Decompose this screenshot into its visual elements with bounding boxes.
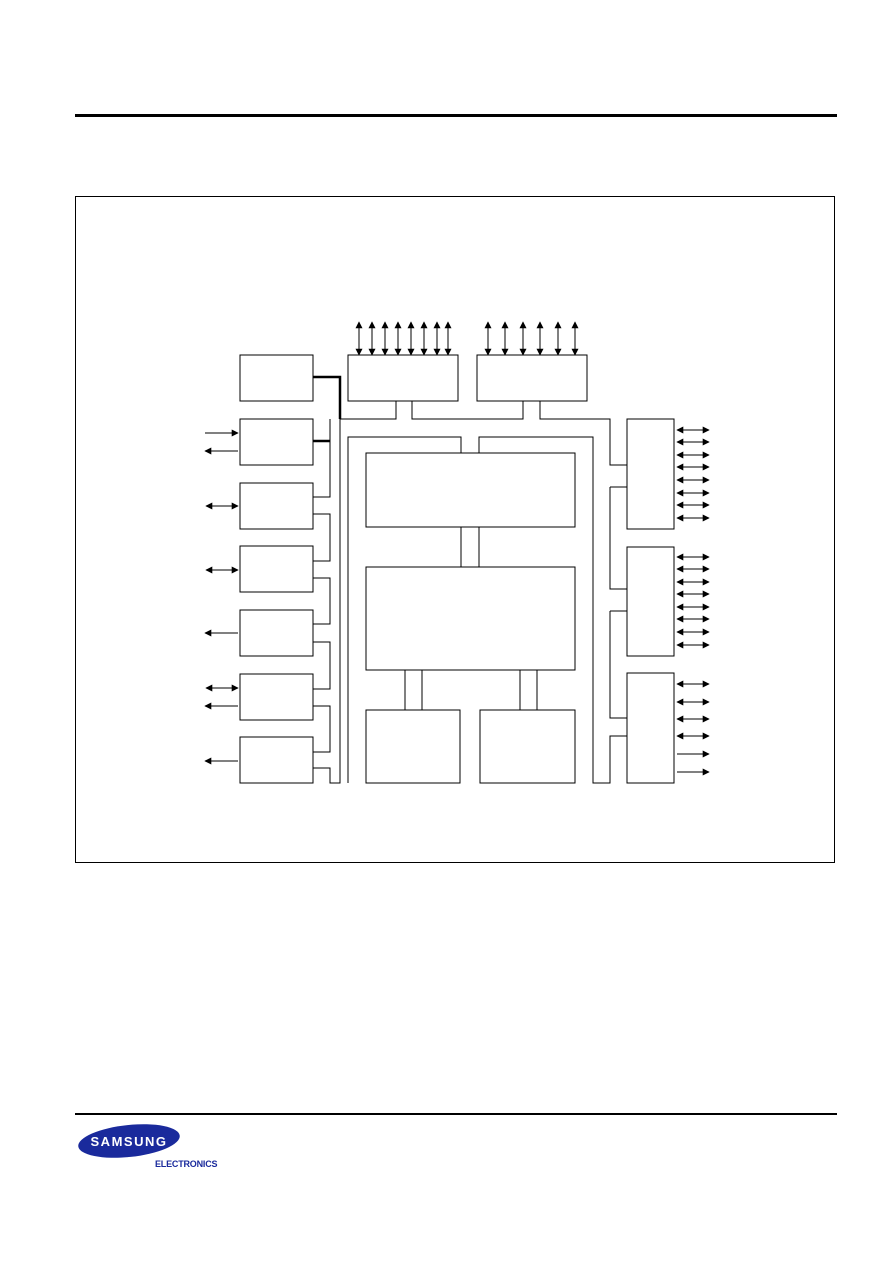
block-left-6: [239, 673, 314, 721]
block-top-port-a: [347, 354, 459, 402]
block-mem-right: [479, 709, 576, 784]
block-right-port-1: [626, 418, 675, 530]
block-mem-left: [365, 709, 461, 784]
samsung-logo-icon: [78, 1124, 180, 1158]
block-left-3: [239, 482, 314, 530]
block-right-port-2: [626, 546, 675, 657]
right-port-3-pins: [676, 680, 710, 776]
block-right-port-3: [626, 672, 675, 784]
block-core-upper: [365, 452, 576, 528]
block-left-2: [239, 418, 314, 466]
electronics-label: ELECTRONICS: [155, 1159, 218, 1169]
block-core-main: [365, 566, 576, 671]
block-top-port-b: [476, 354, 588, 402]
block-left-1: [239, 354, 314, 402]
footer-rule: [75, 1113, 837, 1115]
block-diagram-frame: [75, 196, 835, 863]
block-left-7: [239, 736, 314, 784]
header-rule: [75, 114, 837, 117]
top-port-b-pins: [484, 321, 579, 356]
right-port-1-pins: [676, 426, 710, 522]
left-block-pins: [204, 429, 239, 765]
block-left-4: [239, 545, 314, 593]
block-left-5: [239, 609, 314, 657]
bus-lines: [313, 375, 627, 784]
samsung-logo-text: SAMSUNG: [90, 1133, 168, 1149]
right-port-2-pins: [676, 553, 710, 649]
top-port-a-pins: [355, 321, 452, 356]
